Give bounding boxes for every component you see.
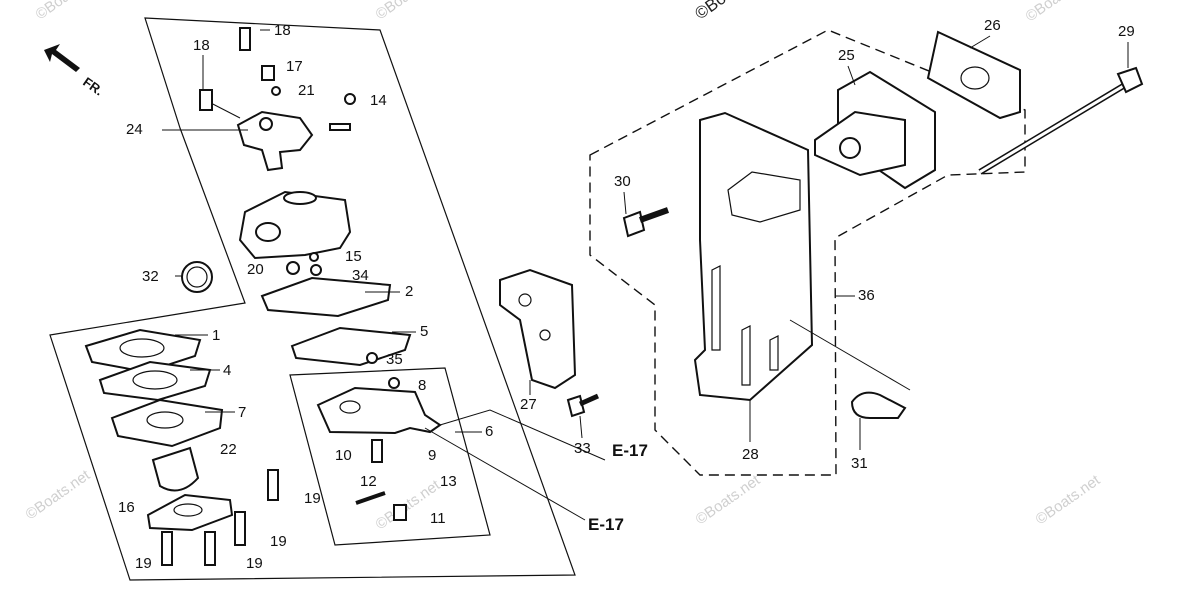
throttle-bracket [204,99,314,172]
label-part-28: 28 [742,446,759,463]
label-part-14: 14 [370,92,387,109]
reference-e17-a: E-17 [612,441,648,460]
bolt-33 [566,393,600,418]
watermark: ©Boats.net [23,466,94,523]
ref-line-1 [439,409,606,461]
label-part-2: 2 [405,283,413,300]
label-part-19c: 19 [246,555,263,572]
label-part-6: 6 [485,423,493,440]
label-part-29: 29 [1118,23,1135,40]
gasket-27 [499,268,577,390]
group-24-outline [49,17,576,581]
reference-e17-b: E-17 [588,515,624,534]
pump-body-7 [110,398,224,448]
screws-small [161,27,407,566]
watermark: ©Boats.net [1023,0,1094,25]
label-part-8: 8 [418,377,426,394]
label-part-19a: 19 [304,490,321,507]
label-part-25: 25 [838,47,855,64]
label-part-33: 33 [574,440,591,457]
direction-label: FR. [80,74,106,98]
label-part-32: 32 [142,268,159,285]
label-part-27: 27 [520,396,537,413]
diaphragm-4 [98,360,212,402]
primer-cover-16 [146,493,234,532]
label-part-13: 13 [440,473,457,490]
insulator-25 [814,70,936,190]
label-part-30: 30 [614,173,631,190]
group-6-outline [289,367,491,546]
label-part-18a: 18 [274,22,291,39]
label-part-1: 1 [212,327,220,344]
watermark-dark: ©Boats.net [691,0,771,23]
label-part-7: 7 [238,404,246,421]
watermark: ©Boats.net [373,0,444,23]
gasket-1 [84,328,202,374]
label-part-4: 4 [223,362,231,379]
label-part-5: 5 [420,323,428,340]
bolt-30 [622,207,670,238]
carburetor-top-body [238,190,352,260]
gasket-26 [926,30,1021,120]
clamp-31 [850,391,907,419]
label-part-15: 15 [345,248,362,265]
front-direction-arrow: FR. [44,44,106,98]
clamp-leader [789,319,911,391]
carburetor-lower-body [316,386,442,435]
label-part-26: 26 [984,17,1001,34]
ref-line-2 [424,427,586,521]
plate-28 [693,111,814,402]
label-part-20: 20 [247,261,264,278]
label-part-16: 16 [118,499,135,516]
label-part-18b: 18 [193,37,210,54]
gasket-2 [260,276,392,318]
label-part-10: 10 [335,447,352,464]
label-part-12: 12 [360,473,377,490]
watermark: ©Boats.net [33,0,104,23]
group-36-outline [589,29,1026,476]
label-leaders [162,29,1129,450]
label-part-34: 34 [352,267,369,284]
label-part-21: 21 [298,82,315,99]
primer-bulb-22 [151,446,200,492]
label-part-19d: 19 [135,555,152,572]
watermark: ©Boats.net [693,471,764,528]
label-part-19b: 19 [270,533,287,550]
stud-29 [978,66,1144,175]
diaphragm-5 [290,326,412,367]
label-part-17: 17 [286,58,303,75]
label-part-36: 36 [858,287,875,304]
label-part-22: 22 [220,441,237,458]
label-part-9: 9 [428,447,436,464]
watermark: ©Boats.net [1033,471,1104,528]
label-part-11: 11 [430,510,446,527]
label-part-24: 24 [126,121,143,138]
label-part-35: 35 [386,351,403,368]
label-part-31: 31 [851,455,868,472]
